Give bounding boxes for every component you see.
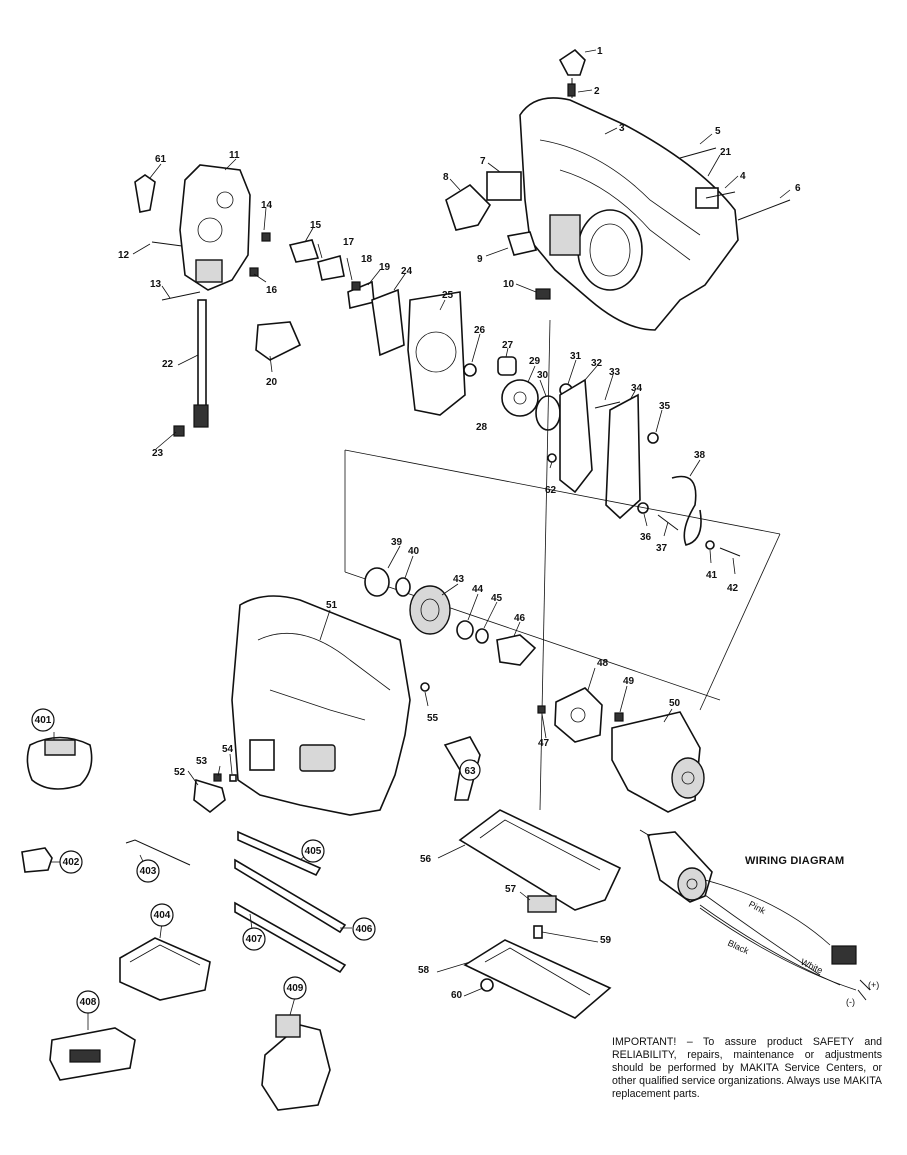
callout-53: 53 bbox=[196, 756, 208, 767]
callout-1: 1 bbox=[597, 46, 603, 57]
callout-12: 12 bbox=[118, 250, 130, 261]
callout-labels: 1 2 3 4 5 6 7 8 9 10 11 12 13 14 15 16 1… bbox=[118, 46, 801, 1001]
callout-47: 47 bbox=[538, 738, 550, 749]
callout-46: 46 bbox=[514, 613, 526, 624]
callout-10: 10 bbox=[503, 279, 515, 290]
callout-54: 54 bbox=[222, 744, 234, 755]
important-note: IMPORTANT! – To assure product SAFETY an… bbox=[612, 1036, 882, 1100]
callout-3: 3 bbox=[619, 123, 625, 134]
callout-48: 48 bbox=[597, 658, 609, 669]
callout-50: 50 bbox=[669, 698, 681, 709]
callout-43: 43 bbox=[453, 574, 465, 585]
callout-40: 40 bbox=[408, 546, 420, 557]
circled-callouts: 63 401 402 403 404 405 406 407 408 409 bbox=[31, 708, 481, 1014]
callout-49: 49 bbox=[623, 676, 635, 687]
terminal-negative-label: (-) bbox=[846, 997, 855, 1007]
callout-20: 20 bbox=[266, 377, 278, 388]
callout-8: 8 bbox=[443, 172, 449, 183]
callout-60: 60 bbox=[451, 990, 463, 1001]
callout-408: 408 bbox=[80, 997, 97, 1008]
callout-4: 4 bbox=[740, 171, 746, 182]
callout-2: 2 bbox=[594, 86, 600, 97]
callout-19: 19 bbox=[379, 262, 391, 273]
wire-black-label: Black bbox=[726, 938, 751, 957]
callout-56: 56 bbox=[420, 854, 432, 865]
callout-34: 34 bbox=[631, 383, 643, 394]
callout-35: 35 bbox=[659, 401, 671, 412]
callout-39: 39 bbox=[391, 537, 403, 548]
callout-405: 405 bbox=[305, 846, 322, 857]
callout-16: 16 bbox=[266, 285, 278, 296]
callout-45: 45 bbox=[491, 593, 503, 604]
callout-6: 6 bbox=[795, 183, 801, 194]
wiring-diagram-title: WIRING DIAGRAM bbox=[745, 855, 845, 867]
callout-401: 401 bbox=[35, 715, 52, 726]
callout-21: 21 bbox=[720, 147, 732, 158]
base-plate-assembly bbox=[458, 809, 622, 1019]
callout-407: 407 bbox=[246, 934, 263, 945]
callout-18: 18 bbox=[361, 254, 373, 265]
callout-36: 36 bbox=[640, 532, 652, 543]
callout-38: 38 bbox=[694, 450, 706, 461]
housing-upper-assembly bbox=[445, 48, 791, 331]
callout-33: 33 bbox=[609, 367, 621, 378]
motor-assembly bbox=[537, 687, 705, 813]
callout-29: 29 bbox=[529, 356, 541, 367]
callout-5: 5 bbox=[715, 126, 721, 137]
gear-train-parts bbox=[364, 567, 537, 666]
callout-52: 52 bbox=[174, 767, 186, 778]
callout-28: 28 bbox=[476, 422, 488, 433]
terminal-positive-label: (+) bbox=[868, 980, 879, 990]
callout-26: 26 bbox=[474, 325, 486, 336]
callout-23: 23 bbox=[152, 448, 164, 459]
callout-57: 57 bbox=[505, 884, 517, 895]
callout-22: 22 bbox=[162, 359, 174, 370]
callout-62: 62 bbox=[545, 485, 557, 496]
callout-37: 37 bbox=[656, 543, 668, 554]
callout-42: 42 bbox=[727, 583, 739, 594]
callout-24: 24 bbox=[401, 266, 413, 277]
callout-55: 55 bbox=[427, 713, 439, 724]
callout-44: 44 bbox=[472, 584, 484, 595]
callout-13: 13 bbox=[150, 279, 162, 290]
mechanism-parts bbox=[344, 319, 781, 811]
accessories bbox=[21, 736, 347, 1111]
callout-41: 41 bbox=[706, 570, 718, 581]
callout-61: 61 bbox=[155, 154, 167, 165]
callout-32: 32 bbox=[591, 358, 603, 369]
callout-7: 7 bbox=[480, 156, 486, 167]
gear-housing-assembly bbox=[134, 164, 477, 437]
callout-9: 9 bbox=[477, 254, 483, 265]
callout-25: 25 bbox=[442, 290, 454, 301]
callout-58: 58 bbox=[418, 965, 430, 976]
callout-14: 14 bbox=[261, 200, 273, 211]
callout-409: 409 bbox=[287, 983, 304, 994]
callout-27: 27 bbox=[502, 340, 514, 351]
callout-402: 402 bbox=[63, 857, 80, 868]
callout-63: 63 bbox=[464, 766, 476, 777]
callout-31: 31 bbox=[570, 351, 582, 362]
callout-17: 17 bbox=[343, 237, 355, 248]
callout-404: 404 bbox=[154, 910, 171, 921]
callout-59: 59 bbox=[600, 935, 612, 946]
callout-30: 30 bbox=[537, 370, 549, 381]
callout-403: 403 bbox=[140, 866, 157, 877]
main-housing bbox=[231, 595, 411, 816]
callout-406: 406 bbox=[356, 924, 373, 935]
callout-15: 15 bbox=[310, 220, 322, 231]
leader-lines bbox=[50, 49, 791, 1030]
callout-51: 51 bbox=[326, 600, 338, 611]
callout-11: 11 bbox=[229, 150, 240, 161]
